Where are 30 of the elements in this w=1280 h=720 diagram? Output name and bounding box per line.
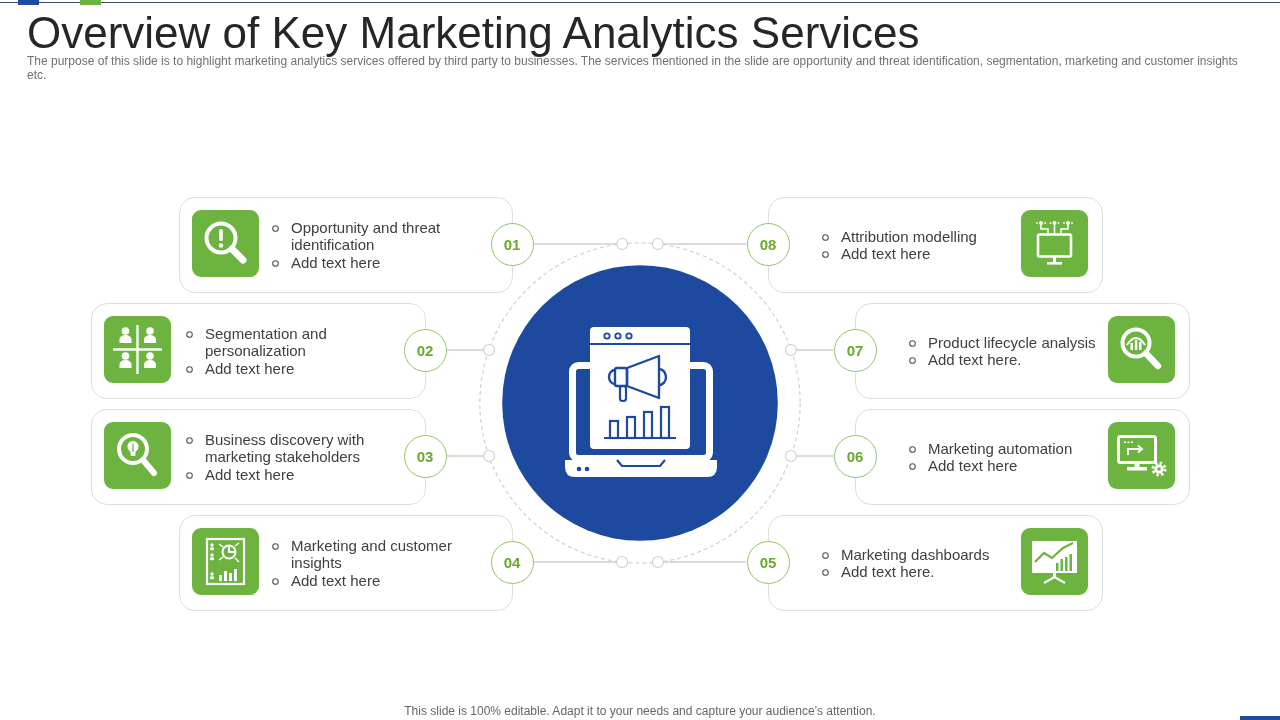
bullet-text: Add text here — [841, 245, 932, 263]
footer-note: This slide is 100% editable. Adapt it to your needs and capture your audience’s attention. — [404, 704, 876, 718]
connector-line — [784, 449, 835, 463]
connector-line — [532, 555, 629, 569]
bullet-text: Marketing and customer insights — [291, 536, 453, 572]
bullet-text: Business discovery with marketing stakeholders — [205, 430, 366, 466]
bullet-text: Product lifecycle analysis — [928, 333, 1097, 351]
bullet-text: Add text here — [291, 253, 382, 272]
bullet-text: Segmentation and personalization — [205, 324, 328, 360]
bullet-text: Marketing automation — [928, 439, 1074, 457]
step-number: 07 — [833, 328, 877, 372]
connector-line — [445, 343, 496, 357]
connector-line — [445, 449, 496, 463]
bullet-text: Add text here. — [841, 563, 936, 581]
bullet-text: Marketing dashboards — [841, 545, 991, 563]
connector-line — [784, 343, 835, 357]
bullet-text: Add text here — [205, 359, 296, 378]
step-number: 08 — [746, 222, 790, 266]
connector-line — [651, 237, 748, 251]
step-number: 05 — [746, 540, 790, 584]
bullet-text: Attribution modelling — [841, 227, 978, 245]
bullet-text: Opportunity and threat identification — [291, 218, 442, 254]
bullet-text: Add text here. — [928, 351, 1023, 369]
connector-line — [651, 555, 748, 569]
bullet-text: Add text here — [291, 571, 382, 590]
bullet-text: Add text here — [928, 457, 1019, 475]
step-number: 06 — [833, 434, 877, 478]
bullet-text: Add text here — [205, 465, 296, 484]
connector-line — [532, 237, 629, 251]
slide-title: Overview of Key Marketing Analytics Services — [27, 11, 920, 55]
